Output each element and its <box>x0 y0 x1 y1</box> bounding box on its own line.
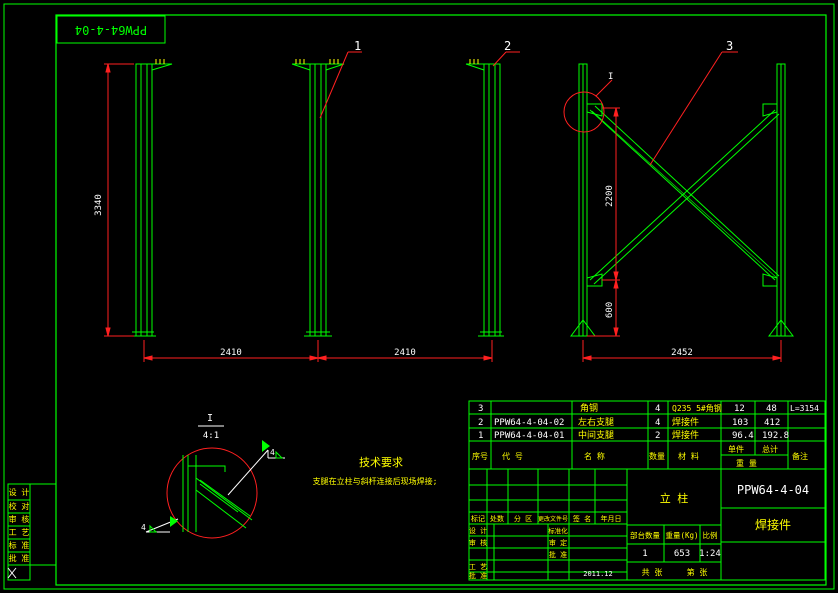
balloon-2: 2 <box>504 39 511 53</box>
bom-cell: 2 <box>655 431 660 441</box>
sheet-total: 共 张 <box>642 568 663 577</box>
side-label: 批 准 <box>9 553 30 563</box>
bom-cell: 焊接件 <box>672 416 699 428</box>
bom-cell: 12 <box>734 404 745 414</box>
sign-label: 设 计 <box>469 526 487 535</box>
approval-label: 标准化 <box>548 526 568 535</box>
brace-low-dim: 600 <box>605 302 615 318</box>
drawing-frame <box>3 3 835 590</box>
rev-header: 标记 <box>471 514 485 523</box>
weight-label: 重量(Kg) <box>665 531 698 540</box>
balloon-3: 3 <box>726 39 733 53</box>
sign-label: 工 艺 <box>469 563 487 571</box>
sheet-no: 第 张 <box>687 567 708 577</box>
tech-req-title: 技术要求 <box>359 456 403 469</box>
column-view-3 <box>465 59 504 337</box>
rev-header: 处数 <box>490 514 504 523</box>
bom-cell: 4 <box>655 418 660 428</box>
bom-header-mat: 材 料 <box>678 451 699 461</box>
weld-size-left: 4 <box>141 523 146 532</box>
height-dimension <box>104 63 134 337</box>
sign-label: 批 准 <box>469 571 487 580</box>
brace-width-dim: 2452 <box>671 348 693 358</box>
column-view-1 <box>130 59 173 337</box>
part-balloons <box>319 51 738 166</box>
bom-cell: L=3154 <box>790 404 819 413</box>
brace-dimensions <box>582 107 782 362</box>
bom-header-code: 代 号 <box>502 451 523 461</box>
approval-label: 批 准 <box>549 550 567 559</box>
spacing-dim-1: 2410 <box>220 348 242 358</box>
weld-size-right: 4 <box>270 448 275 457</box>
detail-scale: 4:1 <box>203 431 219 441</box>
bom-cell: 412 <box>764 418 780 428</box>
bom-cell: PPW64-4-04-02 <box>494 418 564 428</box>
spacing-dim-2: 2410 <box>394 348 416 358</box>
side-strip <box>7 483 56 581</box>
drawing-date: 2011.12 <box>583 570 613 578</box>
bom-header-qty: 数量 <box>649 451 665 461</box>
bom-cell: 中间支腿 <box>578 429 614 441</box>
bom-header-single: 单件 <box>728 444 744 454</box>
bom-cell: Q235 5#角钢 <box>672 403 722 413</box>
spacing-dimensions <box>143 340 493 362</box>
rev-header: 签 名 <box>573 514 591 523</box>
detail-callout-circle <box>563 79 613 133</box>
side-label: 设 计 <box>9 487 30 497</box>
top-title-box: PPW64-4-04 <box>56 15 166 44</box>
title-block-lines <box>468 468 826 581</box>
scale-label: 比例 <box>703 530 718 540</box>
bom-header-no: 序号 <box>472 451 488 461</box>
side-label: 工 艺 <box>9 528 30 537</box>
bom-cell: 3 <box>478 404 483 414</box>
bom-header-name: 名 称 <box>584 451 605 461</box>
tech-req-line: 支腿在立柱与斜杆连接后现场焊接; <box>313 476 438 486</box>
balloon-1: 1 <box>354 39 361 53</box>
side-label: 标 准 <box>9 540 30 550</box>
bom-header-note: 备注 <box>792 451 808 461</box>
rev-header: 分 区 <box>514 514 532 523</box>
bom-cell: 角钢 <box>580 402 598 414</box>
sign-label: 审 核 <box>469 538 487 547</box>
bom-cell: 4 <box>655 404 660 414</box>
bom-cell: 96.4 <box>732 431 754 441</box>
rev-header: 更改文件号 <box>538 515 568 523</box>
bom-cell: 2 <box>478 418 483 428</box>
weight-value: 653 <box>674 549 690 559</box>
bom-cell: PPW64-4-04-01 <box>494 431 564 441</box>
braced-frame-view <box>570 63 794 337</box>
side-label: 校 对 <box>9 501 30 511</box>
side-labels: 设 计 校 对 审 核 工 艺 标 准 批 准 <box>9 487 30 563</box>
side-label: 审 核 <box>9 514 30 524</box>
detail-callout-label: I <box>608 72 613 82</box>
bom-header-weight: 重 量 <box>736 458 757 468</box>
title-block-text: 立 柱 PPW64-4-04 焊接件 部台数量 重量(Kg) 比例 1 653 … <box>469 483 809 580</box>
rev-header: 年月日 <box>601 514 622 523</box>
column-view-2 <box>291 59 345 337</box>
drawing-number: PPW64-4-04 <box>737 483 809 497</box>
top-title-text: PPW64-4-04 <box>75 23 147 37</box>
bom-cell: 48 <box>766 404 777 414</box>
qty-label: 部台数量 <box>630 530 660 540</box>
detail-view <box>145 440 285 539</box>
bom-header-total: 总计 <box>762 444 778 454</box>
bom-table-lines <box>468 400 826 470</box>
bom-cell: 103 <box>732 418 748 428</box>
bom-cell: 左右支腿 <box>578 416 614 428</box>
part-type: 焊接件 <box>755 517 791 532</box>
bom-rows: 3 角钢 4 Q235 5#角钢 12 48 L=3154 2 PPW64-4-… <box>472 402 819 468</box>
qty-value: 1 <box>642 549 647 559</box>
height-dimension-text: 3340 <box>94 194 104 216</box>
detail-label: I <box>207 413 213 424</box>
bom-cell: 焊接件 <box>672 429 699 441</box>
bom-cell: 1 <box>478 431 483 441</box>
bom-cell: 192.8 <box>762 431 789 441</box>
approval-label: 审 定 <box>549 538 567 547</box>
part-name: 立 柱 <box>660 491 689 505</box>
brace-height-dim: 2200 <box>605 185 615 207</box>
scale-value: 1:24 <box>699 549 721 559</box>
